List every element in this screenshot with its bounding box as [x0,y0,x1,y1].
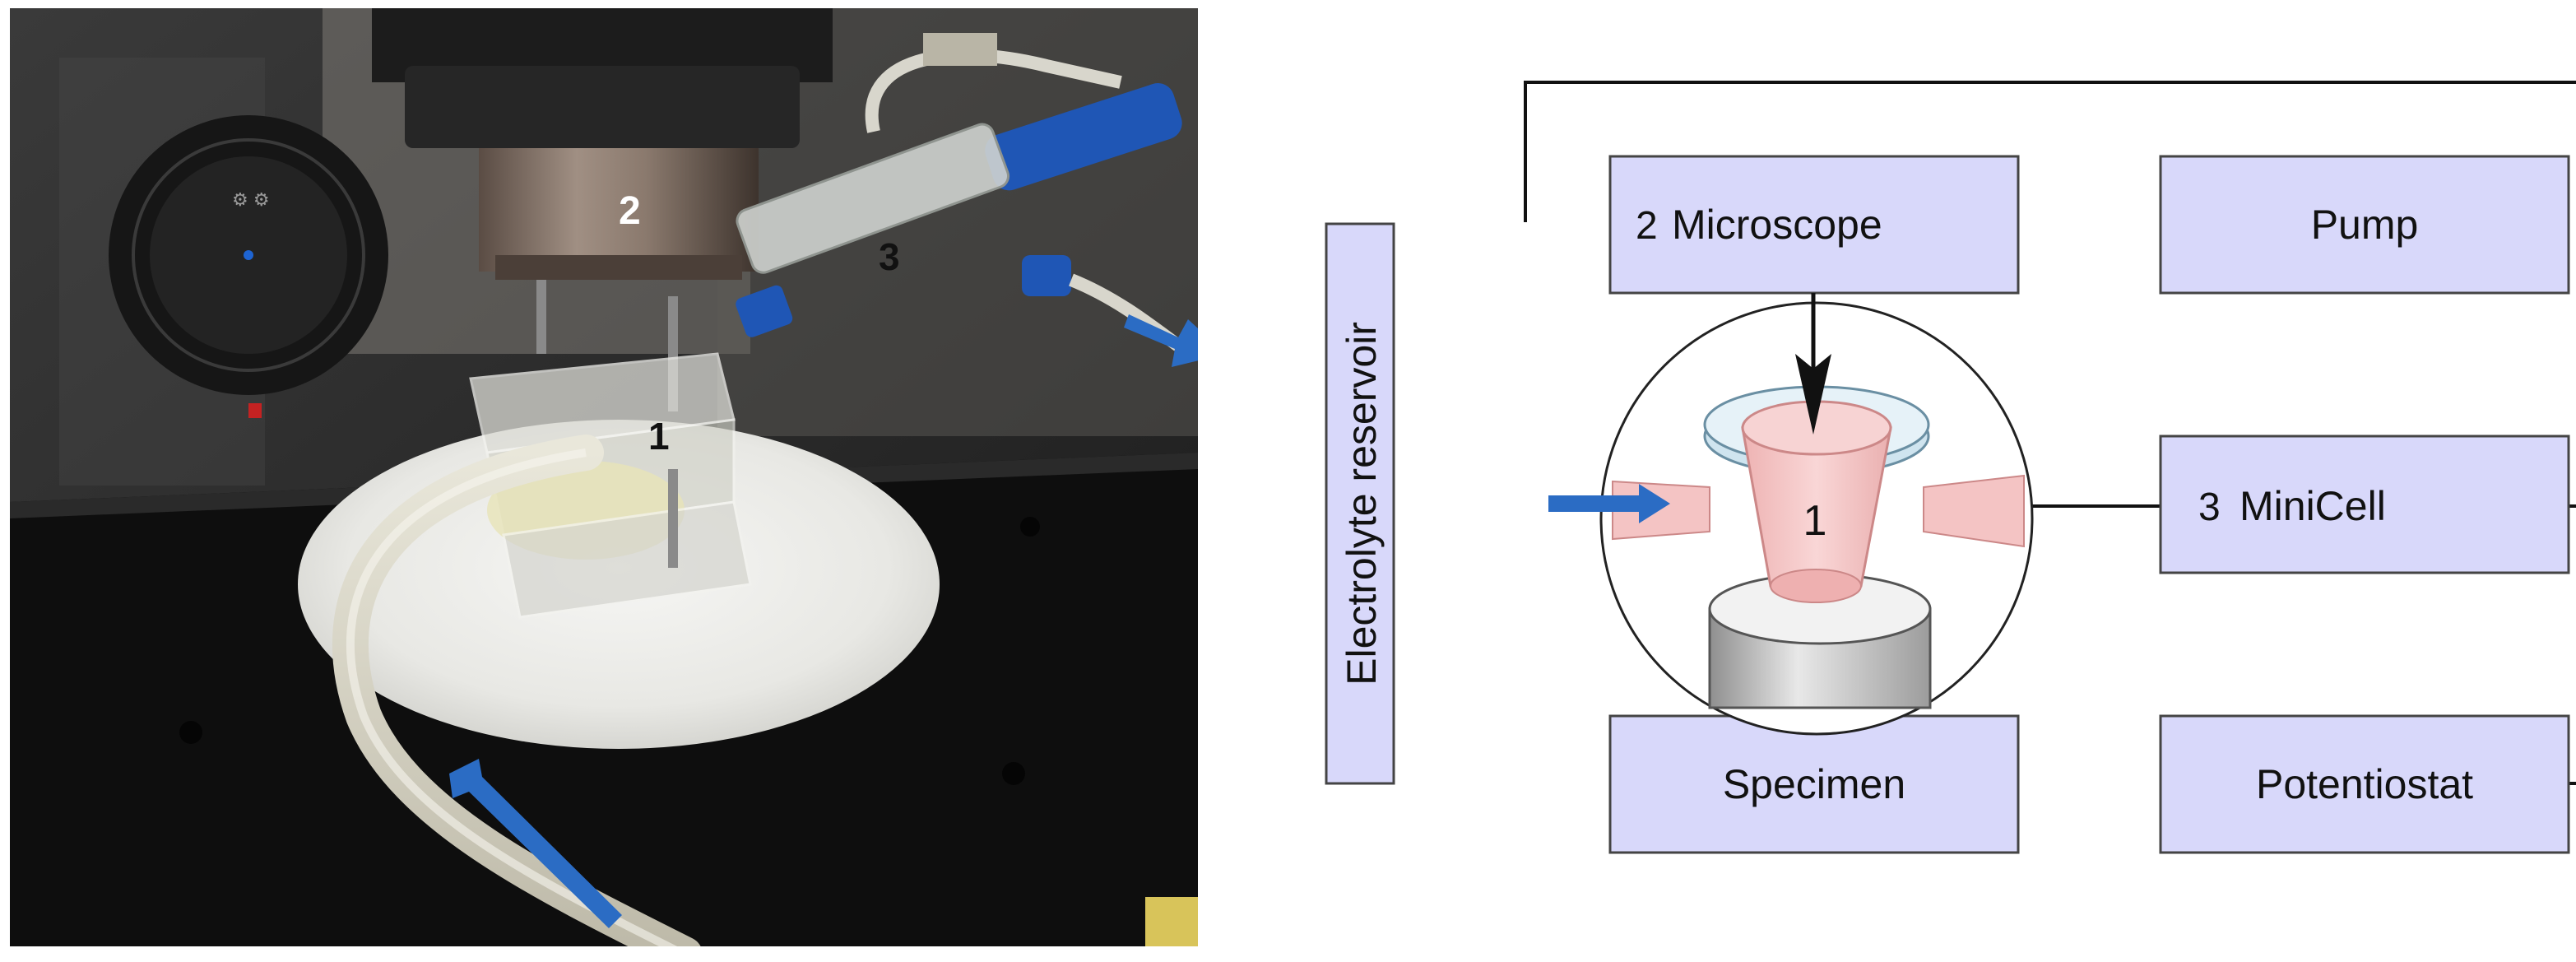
potentiostat-box [2159,714,2570,854]
flow-inlet-arrow [1548,484,1670,523]
svg-text:⚙ ⚙: ⚙ ⚙ [232,189,270,210]
syringe [736,124,1009,273]
photo-label-2: 2 [619,189,641,233]
electrolyte-reservoir-label: Electrolyte reservoir [1339,322,1385,685]
photo-label-3: 3 [879,235,900,278]
specimen-label: Specimen [1723,761,1905,807]
specimen-box [1608,714,2020,854]
minicell-number: 3 [2198,486,2221,529]
electrolyte-reservoir-box [1325,222,1395,785]
microscope-number: 2 [1636,204,1658,248]
setup-schematic: Electrolyte reservoir 2 Microscope Pump … [1283,0,2576,958]
potentiostat-label: Potentiostat [2256,761,2473,807]
outlet-arrow [1124,314,1198,367]
photo-label-1: 1 [648,415,670,458]
inlet-arrow [449,759,622,928]
microscope-arrow [1795,354,1831,435]
setup-photograph: ⚙ ⚙ [10,8,1198,946]
minicell-box [2159,435,2570,574]
pump-label: Pump [2311,202,2419,248]
pump-box-rect [2159,155,2570,295]
microscope-objective [479,148,759,272]
cell-label: 1 [1803,497,1827,545]
outlet-flow-wedge [1923,474,2025,548]
microscope-label: Microscope [1672,202,1882,248]
minicell-label: MiniCell [2239,483,2386,529]
microscope-box [1608,155,2020,295]
